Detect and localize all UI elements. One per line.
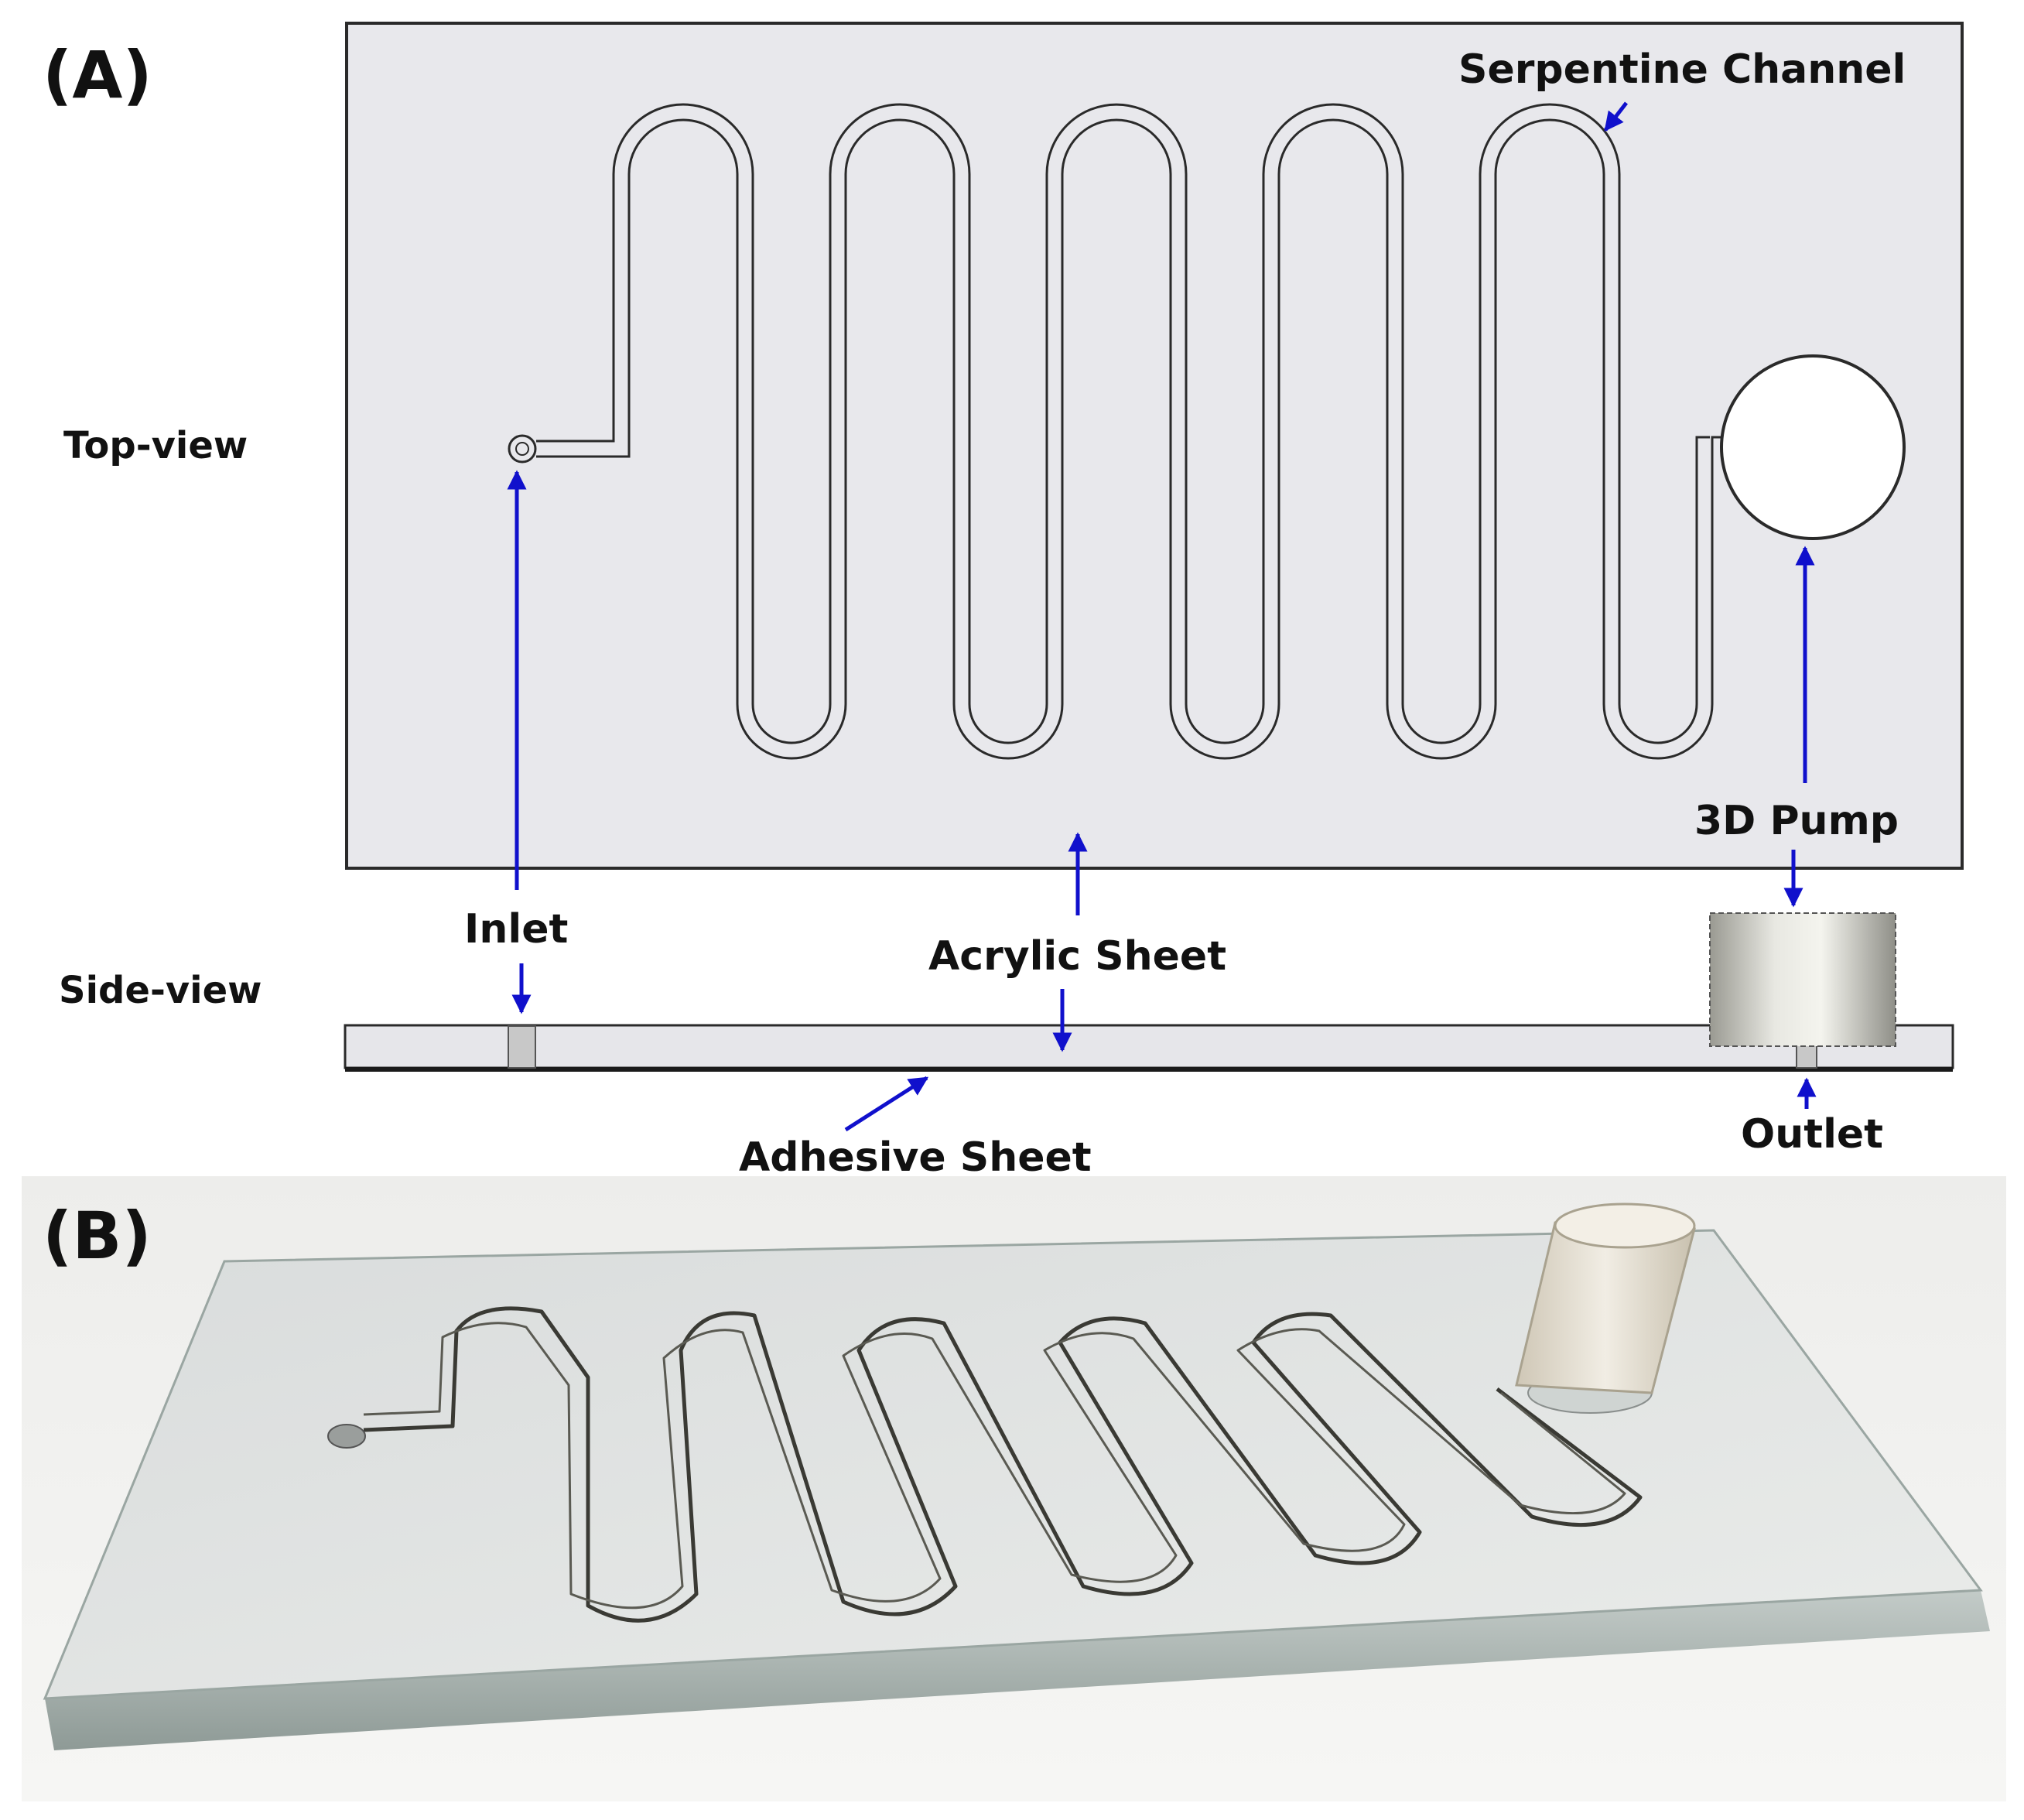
outlet-label: Outlet (1741, 1111, 1884, 1158)
panel-b-label: (B) (43, 1198, 152, 1274)
inlet-label: Inlet (464, 906, 569, 953)
pump-side-body (1709, 912, 1896, 1047)
inlet-hole-inner (515, 442, 529, 456)
adhesive-sheet-label: Adhesive Sheet (739, 1134, 1092, 1181)
plate-edge (45, 1590, 1990, 1750)
three-d-pump-label: 3D Pump (1694, 798, 1899, 844)
inlet-hole-side (508, 1025, 536, 1069)
inlet-hole-outer (508, 434, 537, 464)
serpentine-arrow (1604, 101, 1628, 132)
top-view-label: Top-view (63, 424, 248, 467)
serpentine-channel-label: Serpentine Channel (1458, 46, 1906, 93)
photo-inlet (327, 1424, 366, 1449)
side-view-label: Side-view (59, 969, 262, 1012)
panel-a-label: (A) (43, 37, 152, 113)
top-view-drawing (345, 22, 1964, 870)
photo-channel-inner (363, 1322, 1626, 1610)
callout-arrows (507, 101, 1817, 1132)
pump-reservoir (1720, 354, 1906, 540)
serpentine-channel-outer-wall (536, 118, 1724, 760)
acrylic-sheet-label: Acrylic Sheet (928, 933, 1227, 980)
adhesive-arrow (844, 1076, 929, 1132)
photo-channel-outer (363, 1306, 1643, 1623)
plate-top (43, 1229, 1983, 1700)
top-view-sheet (345, 22, 1964, 870)
device-photo (22, 1176, 2006, 1801)
outlet-hole-side (1796, 1044, 1817, 1069)
acrylic-sheet-side (344, 1024, 1954, 1069)
serpentine-channel-inner-wall (536, 103, 1710, 744)
side-view-drawing (344, 912, 1954, 1072)
photo-pump-top (1554, 1202, 1696, 1249)
